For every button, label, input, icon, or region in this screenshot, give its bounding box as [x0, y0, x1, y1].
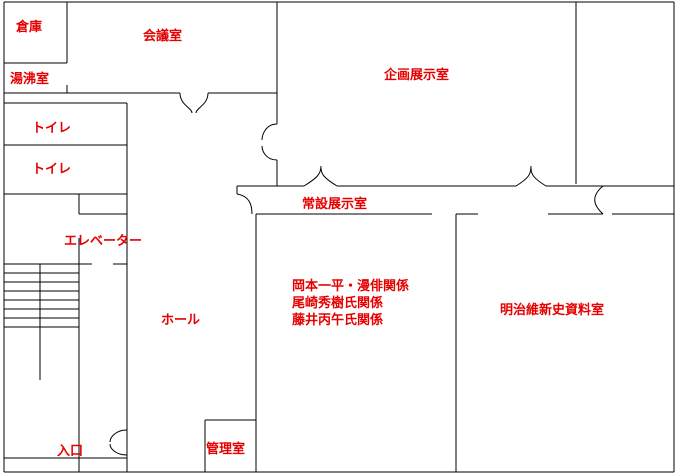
corridor-door-left [236, 193, 253, 215]
room-label-boiler-room: 湯沸室 [10, 72, 50, 87]
planning-door-upper [261, 123, 278, 141]
meeting-door-left [179, 92, 193, 114]
room-label-storage: 倉庫 [16, 20, 43, 35]
okamoto-line-1: 岡本一平・漫俳関係 [292, 279, 410, 294]
planning-bottom-door-2 [320, 167, 338, 187]
corridor-door-right [594, 185, 604, 215]
room-label-okamoto-collection: 岡本一平・漫俳関係 尾崎秀樹氏関係 藤井丙午氏関係 [292, 278, 409, 329]
room-label-planning-exhibition: 企画展示室 [384, 68, 450, 83]
room-label-hall: ホール [161, 313, 201, 328]
entrance-door-upper [109, 429, 128, 443]
room-label-elevator: エレベーター [64, 234, 143, 249]
room-label-entrance: 入口 [57, 444, 84, 459]
room-label-meeting-room: 会議室 [143, 29, 183, 44]
okamoto-line-3: 藤井丙午氏関係 [292, 313, 384, 328]
room-label-meiji-restoration: 明治維新史資料室 [500, 303, 605, 318]
planning-door-lower [261, 145, 278, 161]
planning-bottom-door-4 [530, 167, 547, 187]
planning-bottom-door-3 [515, 165, 532, 187]
meeting-door-right [195, 92, 209, 114]
room-label-permanent-exhibition: 常設展示室 [302, 197, 368, 212]
planning-bottom-door-1 [303, 165, 322, 187]
room-label-management-room: 管理室 [206, 442, 246, 457]
entrance-door-lower [109, 443, 128, 456]
okamoto-line-2: 尾崎秀樹氏関係 [292, 296, 384, 311]
room-label-toilet-2: トイレ [32, 162, 72, 177]
room-label-toilet-1: トイレ [32, 121, 72, 136]
